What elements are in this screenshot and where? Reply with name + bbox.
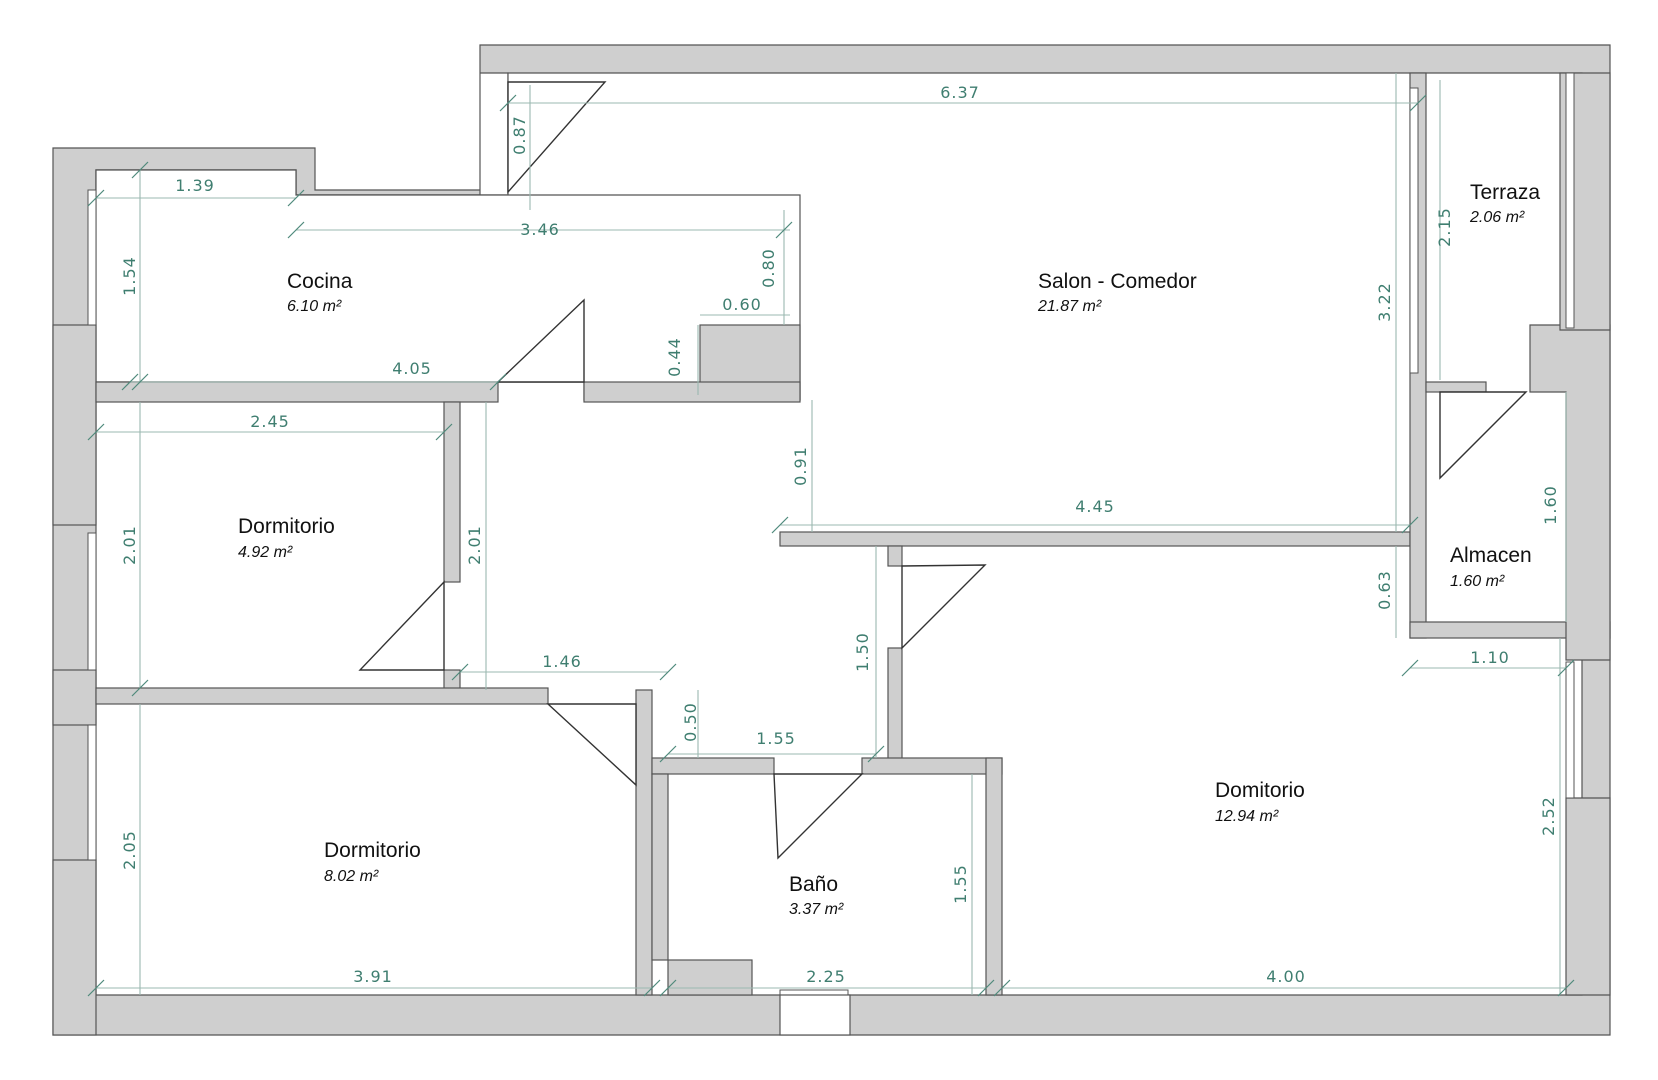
- door-dorm3: [901, 564, 987, 650]
- window: [1565, 72, 1575, 329]
- window: [87, 724, 97, 861]
- dim-bano-gap: 0.50: [681, 702, 700, 742]
- door-dorm1: [358, 580, 445, 671]
- wall-kitchen-bottom: [95, 381, 499, 403]
- room-area-almacen: 1.60 m²: [1450, 573, 1505, 590]
- wall-almacen-top: [1425, 381, 1487, 393]
- dim-almacen-height: 1.60: [1541, 485, 1560, 525]
- wall-bano-top-left: [651, 757, 775, 775]
- room-area-terraza: 2.06 m²: [1469, 209, 1525, 226]
- door-dorm2: [546, 703, 637, 787]
- room-name-salon: Salon - Comedor: [1038, 270, 1197, 293]
- dim-cocina-height: 1.54: [120, 256, 139, 296]
- door-bano: [773, 773, 864, 860]
- dim-entry-diag: 0.87: [510, 115, 529, 155]
- dim-corridor-height: 1.50: [853, 632, 872, 672]
- dim-cocina-notch-h2: 0.44: [665, 337, 684, 377]
- wall-right-lower: [1565, 797, 1611, 996]
- dimension-lines: [96, 73, 1567, 995]
- kitchen-floor: [95, 169, 801, 401]
- room-area-dormitorio-2: 8.02 m²: [324, 868, 379, 885]
- window: [1409, 87, 1419, 374]
- dim-salon-height: 3.22: [1375, 282, 1394, 322]
- wall-dorm1-bottom: [95, 687, 549, 705]
- room-name-dormitorio-1: Dormitorio: [238, 515, 335, 538]
- wall-kitchen-bottom-right: [583, 381, 801, 403]
- wall-bano-bottom: [667, 959, 753, 996]
- wall-bano-right: [985, 757, 1003, 996]
- dim-bano-top: 1.55: [756, 729, 796, 748]
- wall-corridor-right: [887, 647, 903, 764]
- dim-hall-gap: 0.91: [791, 446, 810, 486]
- door-kitchen: [496, 298, 585, 383]
- room-name-dormitorio-2: Dormitorio: [324, 839, 421, 862]
- dim-dorm3-width: 4.00: [1266, 967, 1306, 986]
- dim-salon-width: 6.37: [940, 83, 980, 102]
- wall-corridor-stub: [887, 545, 903, 567]
- wall-segment: [52, 669, 97, 726]
- room-name-almacen: Almacen: [1450, 544, 1532, 567]
- balcony-niche: [779, 994, 851, 1036]
- dimension-ticks: [87, 94, 1575, 997]
- room-area-dormitorio-3: 12.94 m²: [1215, 808, 1279, 825]
- wall-dorm2-right: [635, 689, 653, 996]
- dim-dorm1-height: 2.01: [120, 525, 139, 565]
- dim-bano-width: 2.25: [806, 967, 846, 986]
- room-name-cocina: Cocina: [287, 270, 353, 293]
- dim-terraza-height: 2.15: [1435, 207, 1454, 247]
- dim-almacen-width: 1.10: [1470, 648, 1510, 667]
- dim-cocina-notch-w: 0.60: [722, 295, 762, 314]
- wall-segment: [52, 324, 97, 526]
- dim-almacen-gap: 0.63: [1375, 570, 1394, 610]
- room-name-dormitorio-3: Domitorio: [1215, 779, 1305, 802]
- dim-dorm1-width: 2.45: [250, 412, 290, 431]
- dim-hall-width: 1.46: [542, 652, 582, 671]
- dim-cocina-bottom: 4.05: [392, 359, 432, 378]
- wall-segment: [52, 859, 97, 1036]
- dim-cocina-mid: 3.46: [520, 220, 560, 239]
- door-entry: [507, 81, 607, 194]
- dim-dorm2-height: 2.05: [120, 830, 139, 870]
- dim-cocina-notch-h: 0.80: [759, 248, 778, 288]
- wall-bano-left: [651, 773, 669, 961]
- dim-bano-height: 1.55: [951, 864, 970, 904]
- window: [87, 532, 97, 671]
- room-name-terraza: Terraza: [1470, 181, 1540, 204]
- room-area-bano: 3.37 m²: [789, 901, 844, 918]
- window: [1565, 661, 1575, 799]
- wall-salon-bottom: [779, 531, 1411, 547]
- dim-dorm3-height: 2.52: [1539, 796, 1558, 836]
- wall-bano-top-right: [861, 757, 1003, 775]
- dim-cocina-top: 1.39: [175, 176, 215, 195]
- dim-dorm2-width: 3.91: [353, 967, 393, 986]
- window: [87, 189, 97, 326]
- door-almacen: [1439, 391, 1528, 480]
- wall-dorm1-right: [443, 401, 461, 583]
- dim-hall-height: 2.01: [465, 525, 484, 565]
- room-area-dormitorio-1: 4.92 m²: [238, 544, 293, 561]
- room-area-salon: 21.87 m²: [1037, 298, 1102, 315]
- room-name-bano: Baño: [789, 873, 838, 896]
- dim-salon-bottom: 4.45: [1075, 497, 1115, 516]
- room-area-cocina: 6.10 m²: [287, 298, 342, 315]
